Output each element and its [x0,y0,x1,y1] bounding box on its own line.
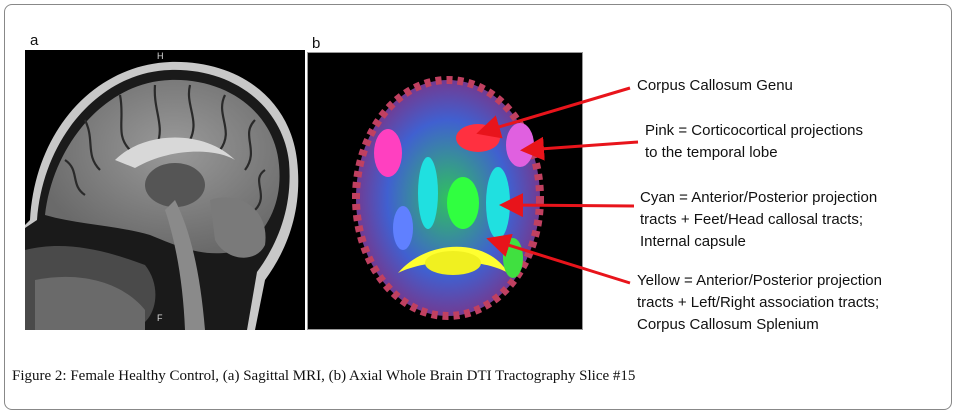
panel-b-label: b [312,35,321,52]
sagittal-mri-image: H F [25,50,305,330]
annotation-yellow: Yellow = Anterior/Posterior projection t… [637,270,882,336]
arrow-pink [520,136,639,161]
annotation-cyan: Cyan = Anterior/Posterior projection tra… [640,187,877,253]
dti-tractography-image [307,52,583,330]
caption-text: Female Healthy Control, (a) Sagittal MRI… [66,368,636,384]
panel-a-label: a [30,32,39,49]
annotation-line: Cyan = Anterior/Posterior projection [640,189,878,206]
mri-top-marker: H [157,51,164,61]
caption-label: Figure 2: [12,368,67,384]
annotation-line: tracts + Left/Right association tracts; [637,294,880,311]
annotation-line: tracts + Feet/Head callosal tracts; [640,211,864,228]
annotation-line: Internal capsule [640,233,746,250]
arrow-cyan [499,193,635,218]
arrow-yellow [486,233,631,285]
figure-frame [4,4,952,410]
annotation-line: to the temporal lobe [645,144,778,161]
annotation-line: Yellow = Anterior/Posterior projection [637,272,882,289]
annotation-line: Pink = Corticocortical projections [645,122,864,139]
annotation-line: Corpus Callosum Genu [637,77,793,94]
mri-bottom-marker: F [157,313,163,323]
arrow-genu [476,86,631,139]
figure-caption: Figure 2: Female Healthy Control, (a) Sa… [12,368,635,385]
annotation-genu: Corpus Callosum Genu [637,75,793,97]
annotation-pink: Pink = Corticocortical projections to th… [645,120,863,164]
annotation-line: Corpus Callosum Splenium [637,316,819,333]
